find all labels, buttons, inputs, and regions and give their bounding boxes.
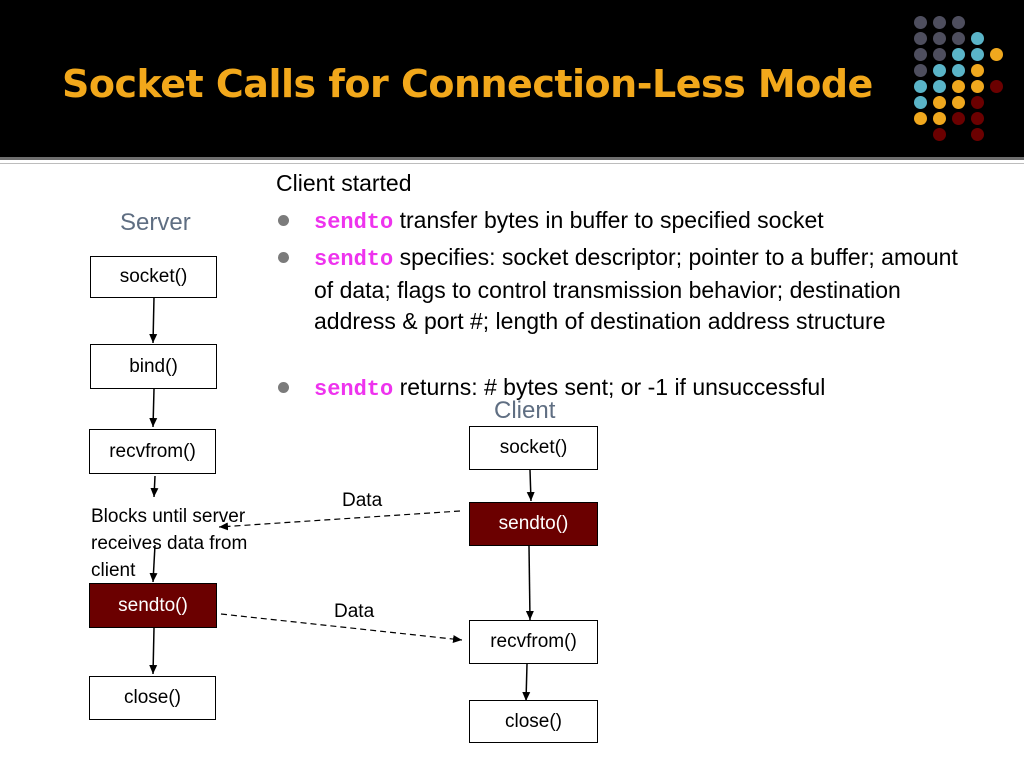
dot bbox=[952, 80, 965, 93]
bullet-body: transfer bytes in buffer to specified so… bbox=[393, 207, 824, 233]
dot bbox=[933, 128, 946, 141]
header-divider-thin bbox=[0, 163, 1024, 164]
dot bbox=[971, 112, 984, 125]
bullet-icon bbox=[278, 215, 289, 226]
arrow-server-2 bbox=[149, 388, 158, 428]
dot bbox=[952, 96, 965, 109]
data-label-1: Data bbox=[342, 490, 383, 511]
bullet-text: sendto returns: # bytes sent; or -1 if u… bbox=[314, 372, 974, 405]
bullet-body: specifies: socket descriptor; pointer to… bbox=[314, 244, 958, 334]
dot bbox=[990, 80, 1003, 93]
keyword-sendto: sendto bbox=[314, 210, 394, 235]
dot bbox=[971, 32, 984, 45]
client-recvfrom-box: recvfrom() bbox=[469, 620, 598, 664]
keyword-sendto: sendto bbox=[314, 247, 394, 272]
bullet-icon bbox=[278, 252, 289, 263]
dot bbox=[952, 112, 965, 125]
dot bbox=[952, 16, 965, 29]
server-bind-box: bind() bbox=[90, 344, 217, 389]
bullet-text: sendto specifies: socket descriptor; poi… bbox=[314, 242, 974, 337]
dot bbox=[952, 32, 965, 45]
server-socket-box: socket() bbox=[90, 256, 217, 298]
client-close-box: close() bbox=[469, 700, 598, 743]
dot bbox=[933, 48, 946, 61]
dot bbox=[971, 48, 984, 61]
dot bbox=[952, 48, 965, 61]
arrow-server-4 bbox=[149, 544, 158, 583]
server-block-note: Blocks until server receives data from c… bbox=[91, 506, 248, 581]
dot bbox=[933, 32, 946, 45]
client-sendto-box: sendto() bbox=[469, 502, 598, 546]
arrow-server-3 bbox=[150, 475, 159, 498]
arrow-server-5 bbox=[149, 627, 158, 675]
server-label: Server bbox=[120, 209, 191, 236]
keyword-sendto: sendto bbox=[314, 377, 394, 402]
dot bbox=[933, 16, 946, 29]
server-sendto-box: sendto() bbox=[89, 583, 217, 628]
header-bar bbox=[0, 0, 1024, 157]
client-socket-box: socket() bbox=[469, 426, 598, 470]
dot bbox=[971, 80, 984, 93]
dot bbox=[990, 48, 1003, 61]
dot bbox=[914, 96, 927, 109]
bullet-icon bbox=[278, 382, 289, 393]
bullet-text: sendto transfer bytes in buffer to speci… bbox=[314, 205, 974, 238]
dot bbox=[914, 64, 927, 77]
arrow-client-1 bbox=[526, 469, 535, 502]
data-label-2: Data bbox=[334, 601, 375, 622]
bullet-body: returns: # bytes sent; or -1 if unsucces… bbox=[393, 374, 826, 400]
dot bbox=[914, 16, 927, 29]
client-label: Client bbox=[494, 397, 556, 424]
dot bbox=[971, 96, 984, 109]
header-divider bbox=[0, 157, 1024, 160]
dot bbox=[914, 80, 927, 93]
server-close-box: close() bbox=[89, 676, 216, 720]
dot bbox=[971, 128, 984, 141]
dot bbox=[952, 64, 965, 77]
dot bbox=[933, 96, 946, 109]
data-arrow-client-to-server bbox=[218, 510, 461, 531]
dot bbox=[933, 80, 946, 93]
data-arrow-server-to-client bbox=[220, 613, 463, 644]
slide-title: Socket Calls for Connection-Less Mode bbox=[62, 62, 873, 106]
dot bbox=[971, 64, 984, 77]
dot bbox=[914, 112, 927, 125]
decorative-dot-grid bbox=[0, 0, 1024, 157]
arrow-client-2 bbox=[525, 545, 534, 621]
arrow-client-3 bbox=[522, 663, 531, 702]
dot bbox=[914, 32, 927, 45]
arrow-server-1 bbox=[149, 296, 158, 344]
dot bbox=[914, 48, 927, 61]
intro-text: Client started bbox=[276, 170, 412, 196]
server-recvfrom-box: recvfrom() bbox=[89, 429, 216, 474]
dot bbox=[933, 64, 946, 77]
dot bbox=[933, 112, 946, 125]
